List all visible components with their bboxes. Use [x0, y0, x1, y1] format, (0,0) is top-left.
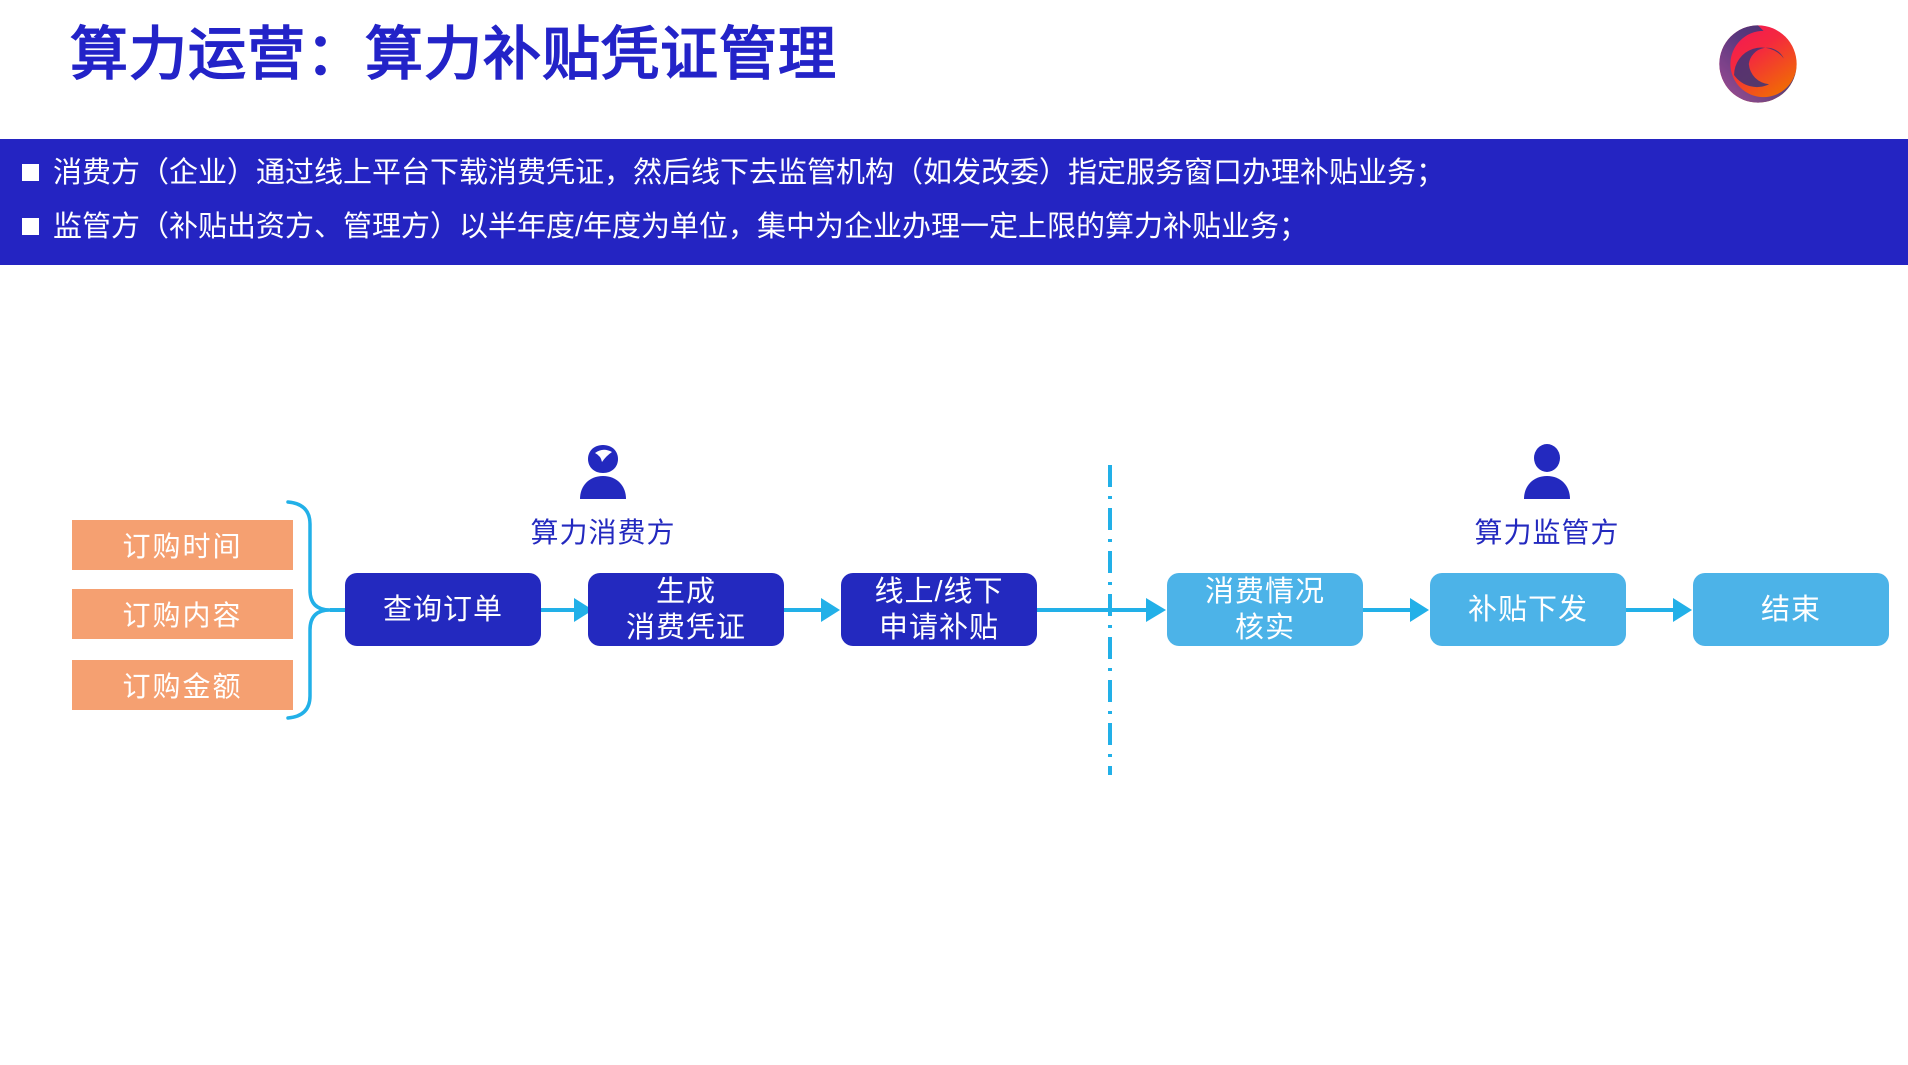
swirl-circle-logo [1712, 18, 1804, 110]
step-label: 消费情况 核实 [1205, 574, 1325, 646]
role-regulator-label: 算力监管方 [1474, 517, 1620, 548]
criteria-box-order-time[interactable]: 订购时间 [72, 520, 293, 570]
step-box-end[interactable]: 结束 [1693, 573, 1889, 646]
info-banner: 消费方（企业）通过线上平台下载消费凭证，然后线下去监管机构（如发改委）指定服务窗… [0, 139, 1908, 265]
step-label-line1: 消费情况 [1204, 575, 1325, 608]
step-label: 补贴下发 [1467, 593, 1588, 626]
step-box-issue-subsidy[interactable]: 补贴下发 [1430, 573, 1626, 646]
step-label-line1: 生成 [655, 575, 716, 608]
square-bullet-icon [22, 164, 39, 181]
square-bullet-icon [22, 218, 39, 235]
step-label-line1: 线上/线下 [874, 575, 1004, 608]
arrow-query-to-voucher [541, 598, 593, 622]
step-box-verify-consumption[interactable]: 消费情况 核实 [1167, 573, 1363, 646]
page-title: 算力运营：算力补贴凭证管理 [70, 22, 838, 87]
step-label: 查询订单 [382, 593, 503, 626]
step-label-line2: 消费凭证 [625, 611, 746, 644]
criteria-box-order-content[interactable]: 订购内容 [72, 589, 293, 639]
criteria-box-order-amount[interactable]: 订购金额 [72, 660, 293, 710]
person-with-hair-icon [580, 445, 626, 499]
arrow-apply-to-verify [1037, 598, 1166, 622]
person-icon [1524, 444, 1570, 499]
banner-text-1: 消费方（企业）通过线上平台下载消费凭证，然后线下去监管机构（如发改委）指定服务窗… [53, 157, 1446, 189]
arrow-issue-to-end [1626, 598, 1692, 622]
role-regulator: 算力监管方 [1437, 443, 1657, 551]
step-box-query-order[interactable]: 查询订单 [345, 573, 541, 646]
step-label: 结束 [1760, 593, 1821, 626]
role-consumer-label: 算力消费方 [530, 517, 676, 548]
step-label-line2: 申请补贴 [878, 611, 999, 644]
banner-bullet-row: 消费方（企业）通过线上平台下载消费凭证，然后线下去监管机构（如发改委）指定服务窗… [22, 151, 1908, 201]
step-box-apply-subsidy[interactable]: 线上/线下 申请补贴 [841, 573, 1037, 646]
banner-bullet-row: 监管方（补贴出资方、管理方）以半年度/年度为单位，集中为企业办理一定上限的算力补… [22, 205, 1908, 255]
step-box-generate-voucher[interactable]: 生成 消费凭证 [588, 573, 784, 646]
step-label: 线上/线下 申请补贴 [874, 574, 1003, 646]
step-label: 生成 消费凭证 [626, 574, 746, 646]
role-consumer: 算力消费方 [493, 443, 713, 551]
brace-icon [286, 500, 331, 720]
arrow-voucher-to-apply [784, 598, 840, 622]
banner-text-2: 监管方（补贴出资方、管理方）以半年度/年度为单位，集中为企业办理一定上限的算力补… [53, 211, 1309, 243]
arrow-verify-to-issue [1363, 598, 1429, 622]
step-label-line2: 核实 [1234, 611, 1295, 644]
